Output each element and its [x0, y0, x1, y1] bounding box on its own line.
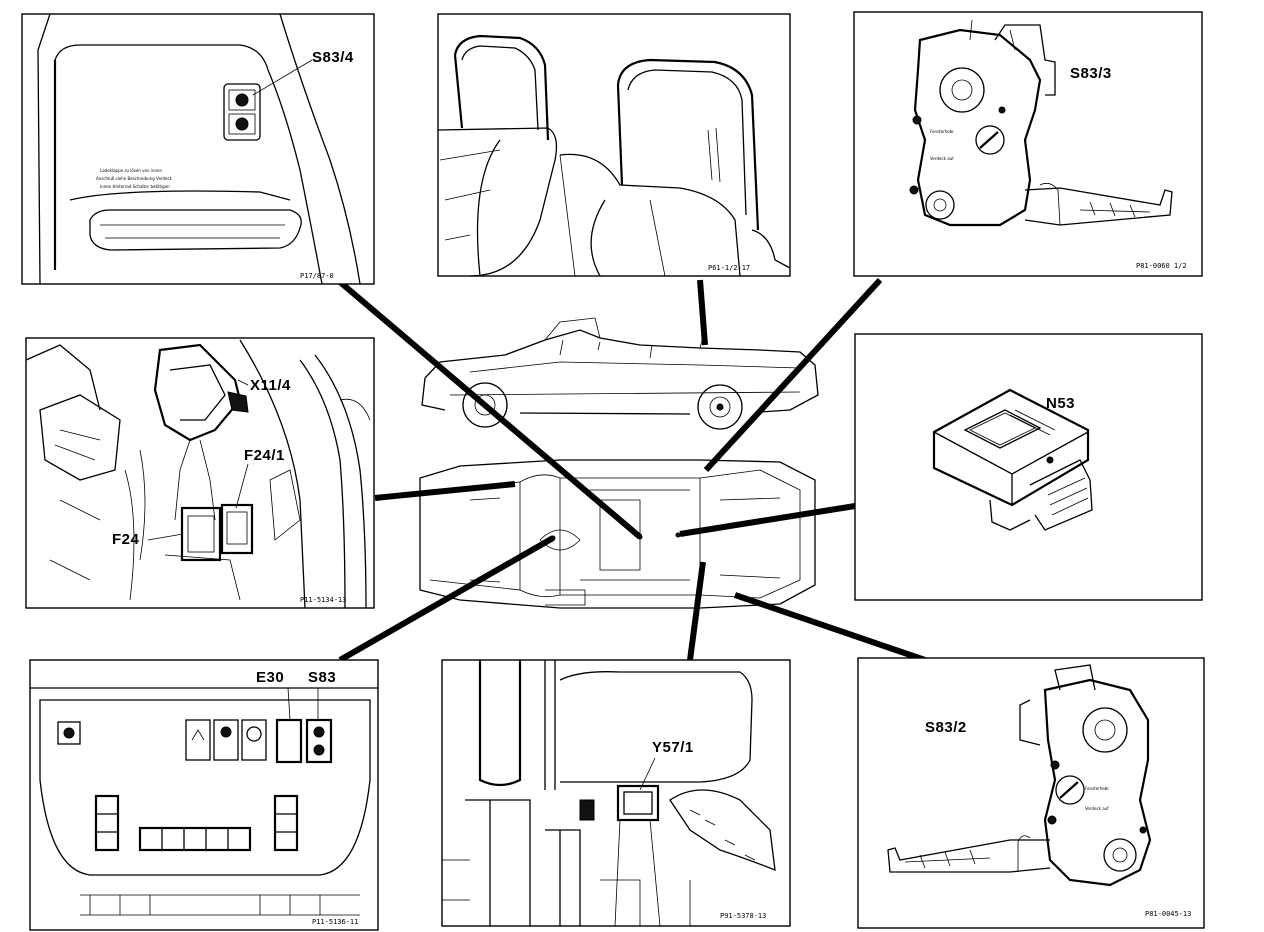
- svg-text:Ladeklappe zu lösen von innen: Ladeklappe zu lösen von innen: [100, 168, 162, 173]
- svg-text:Anschluß siehe Beschreibung Ve: Anschluß siehe Beschreibung Verdeck: [96, 176, 173, 181]
- svg-text:Verdeck auf: Verdeck auf: [930, 156, 954, 161]
- panel-top-right-s83-3: Fensterhebr Verdeck auf S83/3 P81-0060 1…: [853, 11, 1203, 277]
- callout-e30: E30: [256, 669, 284, 686]
- panel-code-middle-left: P11-5134-13: [300, 596, 346, 604]
- panel-middle-right-n53: N53: [854, 333, 1203, 601]
- panel-top-center-seats: P61-1/2-17: [437, 13, 791, 277]
- callout-f24: F24: [112, 531, 140, 548]
- svg-text:Fensterhebr: Fensterhebr: [1085, 786, 1109, 791]
- svg-text:Innen Hinterrad Schalter betät: Innen Hinterrad Schalter betätigen: [100, 184, 170, 189]
- callout-n53: N53: [1046, 395, 1075, 412]
- panel-code-top-left: P17/87-0: [300, 272, 334, 280]
- panel-top-left-s83-4: Ladeklappe zu lösen von innen Anschluß s…: [21, 13, 375, 285]
- callout-s83-3: S83/3: [1070, 65, 1112, 82]
- leader-lines: [338, 277, 926, 663]
- panel-bottom-center-y57-1: Y57/1 P91-5378-13: [441, 659, 791, 927]
- panel-bottom-right-s83-2: Fensterhebr Verdeck auf S83/2 P81-0045-1…: [857, 657, 1205, 929]
- callout-x11-4: X11/4: [250, 377, 291, 394]
- panel-bottom-left-console: E30 S83 P11-5136-11: [29, 659, 379, 931]
- svg-text:Fensterhebr: Fensterhebr: [930, 129, 954, 134]
- callout-s83-4: S83/4: [312, 49, 354, 66]
- panel-middle-left-fuses: X11/4 F24/1 F24 P11-5134-13: [25, 337, 375, 609]
- panel-code-top-right: P81-0060 1/2: [1136, 262, 1187, 270]
- panel-code-bottom-right: P81-0045-13: [1145, 910, 1191, 918]
- callout-y57-1: Y57/1: [652, 739, 694, 756]
- panel-code-bottom-left: P11-5136-11: [312, 918, 358, 926]
- panel-code-bottom-center: P91-5378-13: [720, 912, 766, 920]
- callout-s83-2: S83/2: [925, 719, 967, 736]
- callout-s83: S83: [308, 669, 336, 686]
- car-side-view: [421, 317, 819, 430]
- svg-text:Verdeck auf: Verdeck auf: [1085, 806, 1109, 811]
- car-top-view: [419, 459, 816, 609]
- panel-code-top-center: P61-1/2-17: [708, 264, 750, 272]
- callout-f24-1: F24/1: [244, 447, 285, 464]
